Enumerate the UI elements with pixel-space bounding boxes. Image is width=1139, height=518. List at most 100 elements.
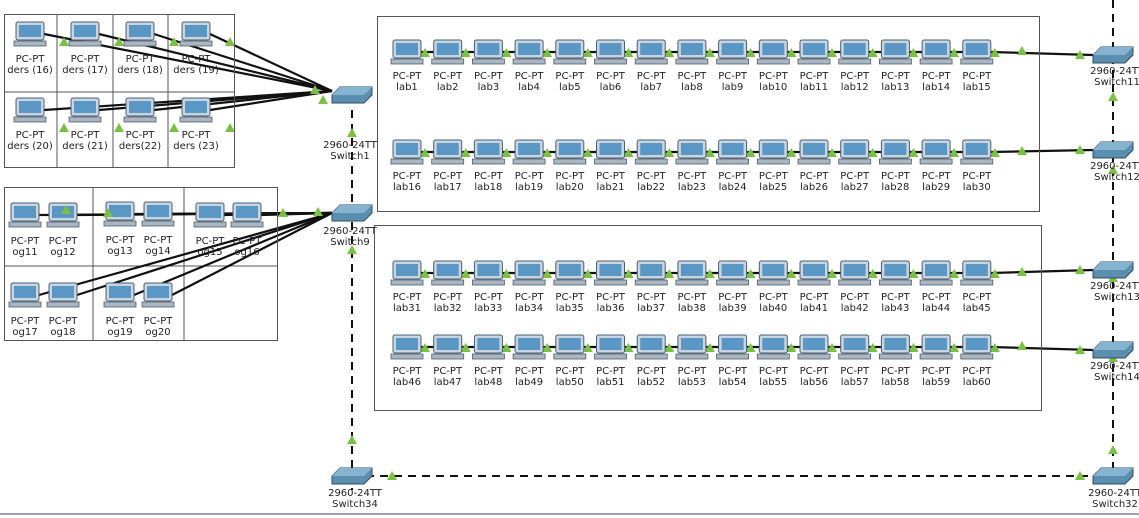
pc-icon[interactable]	[512, 260, 546, 286]
pc-icon[interactable]	[838, 334, 872, 360]
pc-icon[interactable]	[879, 334, 912, 360]
pc-icon[interactable]	[756, 139, 790, 165]
pc-icon[interactable]	[13, 21, 47, 47]
lab-uplink	[990, 50, 1094, 57]
device-type-text: PC-PT	[881, 366, 910, 377]
pc-icon[interactable]	[123, 97, 157, 123]
port-status-indicator	[1017, 146, 1027, 155]
device-type-text: PC-PT	[392, 171, 422, 182]
pc-icon[interactable]	[960, 139, 994, 165]
pc-icon[interactable]	[675, 39, 709, 65]
port-status-indicator	[460, 269, 471, 278]
switch11-icon[interactable]	[1092, 46, 1134, 64]
pc-icon[interactable]	[68, 97, 102, 123]
switch13-icon[interactable]	[1092, 261, 1134, 279]
pc-icon[interactable]	[716, 334, 749, 360]
switch1-icon[interactable]	[331, 86, 373, 104]
pc-icon[interactable]	[103, 201, 137, 227]
pc-icon[interactable]	[431, 39, 465, 65]
pc-icon[interactable]	[716, 139, 749, 165]
pc-icon[interactable]	[512, 39, 546, 65]
pc-icon[interactable]	[471, 334, 505, 360]
pc-icon[interactable]	[634, 39, 668, 65]
pc-icon[interactable]	[512, 139, 546, 165]
pc-icon[interactable]	[471, 39, 505, 65]
pc-icon[interactable]	[838, 260, 872, 286]
pc-icon[interactable]	[960, 260, 994, 286]
pc-icon[interactable]	[797, 139, 831, 165]
pc-icon[interactable]	[675, 260, 709, 286]
pc-icon[interactable]	[634, 334, 668, 360]
pc-icon[interactable]	[838, 39, 872, 65]
pc-icon[interactable]	[390, 334, 424, 360]
pc-icon[interactable]	[553, 39, 587, 65]
pc-icon[interactable]	[879, 139, 912, 165]
pc-icon[interactable]	[471, 260, 505, 286]
pc-icon[interactable]	[594, 39, 627, 65]
pc-icon[interactable]	[797, 260, 831, 286]
pc-icon[interactable]	[8, 202, 42, 228]
pc-icon[interactable]	[141, 201, 175, 227]
pc-icon[interactable]	[512, 334, 546, 360]
pc-icon[interactable]	[553, 260, 587, 286]
switch9-icon[interactable]	[331, 204, 373, 222]
pc-icon[interactable]	[756, 39, 790, 65]
pc-icon[interactable]	[634, 139, 668, 165]
pc-icon[interactable]	[756, 260, 790, 286]
pc-icon[interactable]	[123, 21, 157, 47]
device-name-text: og14	[145, 246, 171, 257]
switch34-icon[interactable]	[331, 467, 373, 485]
device-type-text: PC-PT	[596, 171, 625, 182]
pc-icon[interactable]	[179, 21, 213, 47]
pc-icon[interactable]	[919, 139, 953, 165]
pc-icon[interactable]	[471, 139, 505, 165]
device-name-text: ders (16)	[7, 65, 53, 76]
port-status-indicator	[1075, 345, 1085, 354]
pc-icon[interactable]	[594, 334, 627, 360]
pc-icon[interactable]	[879, 260, 912, 286]
pc-icon[interactable]	[838, 139, 872, 165]
pc-icon[interactable]	[594, 260, 627, 286]
pc-icon[interactable]	[230, 202, 264, 228]
device-type-text: PC-PT	[555, 366, 585, 377]
pc-icon[interactable]	[431, 334, 465, 360]
pc-icon[interactable]	[797, 39, 831, 65]
pc-icon[interactable]	[756, 334, 790, 360]
device-name-text: lab3	[477, 82, 500, 93]
pc-icon[interactable]	[675, 139, 709, 165]
pc-icon[interactable]	[716, 39, 749, 65]
pc-icon[interactable]	[179, 97, 213, 123]
pc-icon[interactable]	[919, 334, 953, 360]
switch32-icon[interactable]	[1092, 467, 1134, 485]
pc-icon[interactable]	[919, 39, 953, 65]
pc-icon[interactable]	[390, 139, 424, 165]
pc-icon[interactable]	[193, 202, 227, 228]
pc-icon[interactable]	[46, 282, 80, 308]
pc-icon[interactable]	[431, 260, 465, 286]
pc-icon[interactable]	[141, 282, 175, 308]
pc-icon[interactable]	[431, 139, 465, 165]
pc-icon[interactable]	[553, 334, 587, 360]
switch12-icon[interactable]	[1092, 141, 1134, 159]
pc-icon[interactable]	[797, 334, 831, 360]
pc-icon[interactable]	[13, 97, 47, 123]
pc-icon[interactable]	[960, 334, 994, 360]
pc-icon[interactable]	[390, 260, 424, 286]
pc-icon[interactable]	[960, 39, 994, 65]
pc-icon[interactable]	[68, 21, 102, 47]
pc-icon[interactable]	[594, 139, 627, 165]
pc-icon[interactable]	[919, 260, 953, 286]
switch14-icon[interactable]	[1092, 341, 1134, 359]
pc-icon[interactable]	[716, 260, 749, 286]
device-type-text: PC-PT	[799, 71, 829, 82]
pc-icon[interactable]	[634, 260, 668, 286]
pc-icon[interactable]	[103, 282, 137, 308]
pc-icon[interactable]	[390, 39, 424, 65]
pc-icon[interactable]	[8, 282, 42, 308]
pc-icon[interactable]	[675, 334, 709, 360]
pc-icon[interactable]	[553, 139, 587, 165]
pc-icon[interactable]	[879, 39, 912, 65]
